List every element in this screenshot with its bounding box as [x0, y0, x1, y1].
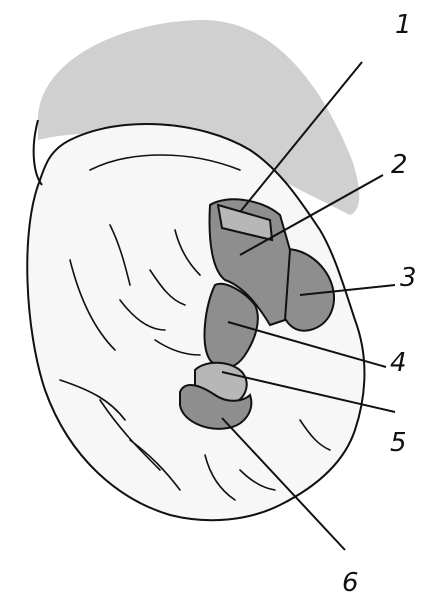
callout-label-6: 6: [342, 570, 359, 596]
callout-label-2: 2: [391, 152, 408, 178]
callout-label-4: 4: [390, 350, 407, 376]
callout-label-3: 3: [400, 265, 417, 291]
callout-label-1: 1: [395, 12, 412, 38]
callout-label-5: 5: [390, 430, 407, 456]
